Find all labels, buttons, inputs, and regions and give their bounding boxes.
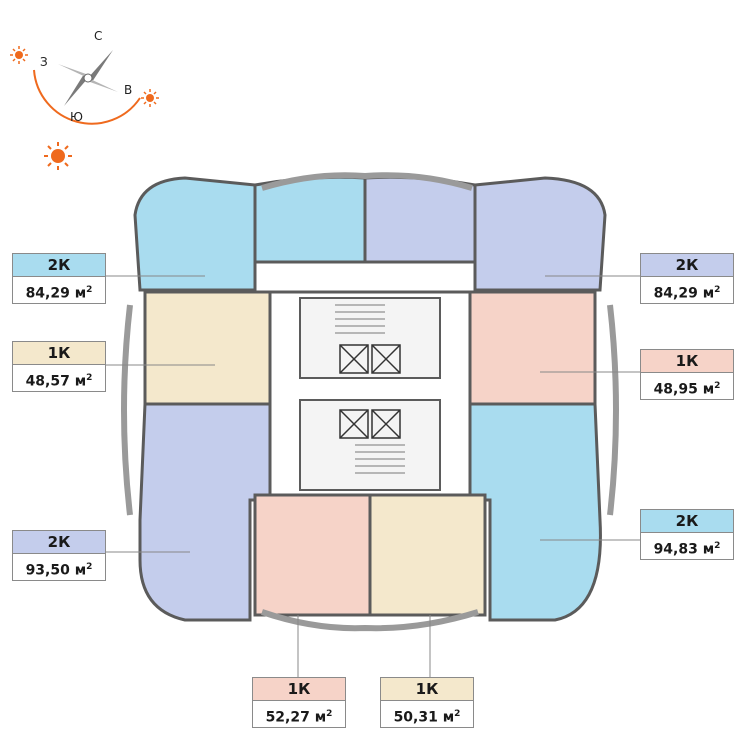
- compass-west-label: З: [40, 55, 48, 69]
- apartment-top-right-wing[interactable]: [363, 175, 477, 264]
- balcony-left: [121, 304, 133, 516]
- apartment-label-low-right[interactable]: 2К 94,83 м2: [640, 509, 734, 560]
- apartment-bottom-left[interactable]: [253, 493, 372, 617]
- apartment-top-right[interactable]: [473, 176, 607, 292]
- balcony-bottom: [261, 609, 479, 632]
- apartment-bottom-right[interactable]: [368, 493, 487, 617]
- apartment-low-left[interactable]: [138, 402, 272, 622]
- apartment-mid-left[interactable]: [143, 290, 272, 406]
- apartment-low-right[interactable]: [468, 402, 602, 622]
- apartment-area: 48,95 м2: [641, 372, 733, 399]
- apartment-label-mid-left[interactable]: 1К 48,57 м2: [12, 341, 106, 392]
- leader-lines: [104, 275, 640, 677]
- apartment-label-bottom-right[interactable]: 1К 50,31 м2: [380, 677, 474, 728]
- apartment-mid-right[interactable]: [468, 290, 597, 406]
- balcony-right: [607, 304, 619, 516]
- apartment-type: 2К: [641, 510, 733, 532]
- elevator-shafts: [339, 344, 401, 439]
- apartment-type: 2К: [13, 531, 105, 553]
- compass-south-label: Ю: [70, 110, 83, 124]
- apartment-area: 50,31 м2: [381, 700, 473, 727]
- apartment-area: 93,50 м2: [13, 553, 105, 580]
- stairwell-top: [299, 297, 441, 379]
- apartment-type: 1К: [13, 342, 105, 364]
- apartment-type: 1К: [381, 678, 473, 700]
- sun-icon-west: [10, 46, 28, 64]
- compass-needle-se: [88, 78, 118, 92]
- apartment-label-top-left[interactable]: 2К 84,29 м2: [12, 253, 106, 304]
- apartment-type: 2К: [13, 254, 105, 276]
- sun-path-arc: [33, 69, 141, 125]
- sun-icon-east: [141, 89, 159, 107]
- apartment-type: 1К: [641, 350, 733, 372]
- compass-needle-sw: [64, 74, 88, 106]
- compass-center: [83, 73, 93, 83]
- apartment-top-left-wing[interactable]: [253, 175, 367, 264]
- compass-needle-ne: [88, 50, 113, 82]
- sun-icon-south: [44, 142, 72, 170]
- apartment-area: 48,57 м2: [13, 364, 105, 391]
- apartment-label-low-left[interactable]: 2К 93,50 м2: [12, 530, 106, 581]
- apartment-area: 84,29 м2: [641, 276, 733, 303]
- apartment-label-top-right[interactable]: 2К 84,29 м2: [640, 253, 734, 304]
- apartment-area: 84,29 м2: [13, 276, 105, 303]
- compass: [10, 46, 159, 170]
- apartment-type: 1К: [253, 678, 345, 700]
- building: [104, 172, 640, 677]
- compass-east-label: В: [124, 83, 133, 97]
- apartment-area: 94,83 м2: [641, 532, 733, 559]
- compass-north-label: С: [94, 29, 103, 43]
- apartment-area: 52,27 м2: [253, 700, 345, 727]
- apartment-label-mid-right[interactable]: 1К 48,95 м2: [640, 349, 734, 400]
- compass-needle-nw: [58, 64, 88, 78]
- apartment-top-left[interactable]: [133, 176, 257, 292]
- balcony-top: [261, 172, 473, 191]
- apartment-label-bottom-left[interactable]: 1К 52,27 м2: [252, 677, 346, 728]
- apartment-type: 2К: [641, 254, 733, 276]
